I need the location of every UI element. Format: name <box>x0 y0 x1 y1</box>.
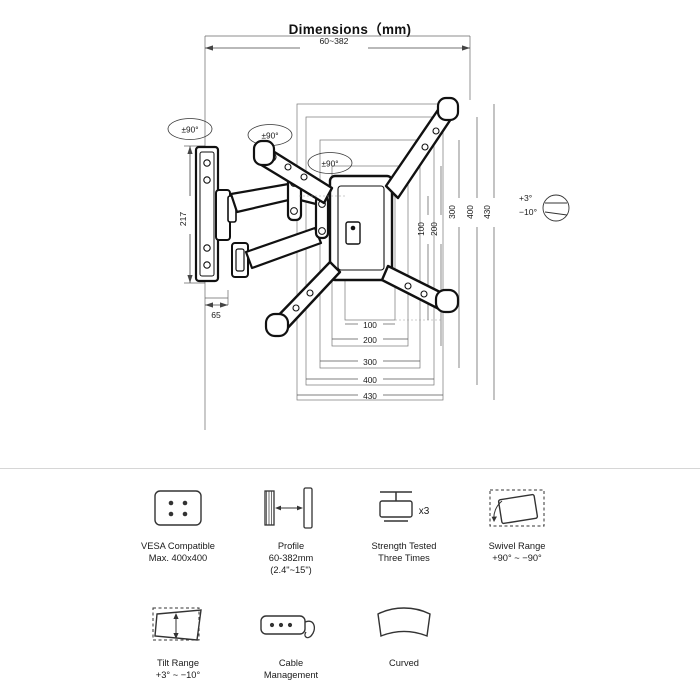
vesa-vertical-dimensions: 100 200 300 400 430 <box>416 104 495 400</box>
feature-label: VESA Compatible Max. 400x400 <box>141 541 215 564</box>
label-vesa-v-200: 200 <box>429 222 439 236</box>
feature-label: Profile 60-382mm (2.4"~15") <box>268 541 314 576</box>
feature-vesa-compatible: VESA Compatible Max. 400x400 <box>128 482 228 577</box>
label-top-range: 60~382 <box>320 36 349 46</box>
swivel-callouts: ±90° ±90° ±90° <box>167 118 353 174</box>
strength-tested-icon: x3 <box>366 482 442 534</box>
tilt-callout: +3° −10° <box>519 193 570 222</box>
wall-plate <box>194 145 249 283</box>
label-tilt-minus: −10° <box>519 207 537 217</box>
label-vesa-h-300: 300 <box>363 357 377 367</box>
dimensions-diagram: 60~382 217 65 <box>167 35 570 430</box>
feature-profile: Profile 60-382mm (2.4"~15") <box>241 482 341 577</box>
cable-management-icon <box>253 599 329 651</box>
arm-end-caps <box>252 96 460 338</box>
feature-list: VESA Compatible Max. 400x400 Prof <box>128 482 580 681</box>
dimension-depth: 65 <box>205 302 228 320</box>
feature-row-2: Tilt Range +3° ~ −10° Cable Management <box>128 599 580 681</box>
feature-label: Strength Tested Three Times <box>371 541 437 564</box>
feature-tilt-range: Tilt Range +3° ~ −10° <box>128 599 228 681</box>
label-vesa-h-400: 400 <box>363 375 377 385</box>
label-depth: 65 <box>211 310 221 320</box>
label-swivel-left-2: ±90° <box>261 131 278 141</box>
label-vesa-h-430: 430 <box>363 391 377 401</box>
vesa-plate-icon <box>147 482 209 534</box>
feature-swivel-range: Swivel Range +90° ~ −90° <box>467 482 567 577</box>
label-left-height: 217 <box>178 212 188 227</box>
profile-depth-icon <box>256 482 326 534</box>
section-divider <box>0 468 700 469</box>
page-title: Dimensions（mm) <box>288 22 412 37</box>
feature-curved: Curved <box>354 599 454 681</box>
feature-row-1: VESA Compatible Max. 400x400 Prof <box>128 482 580 577</box>
label-swivel-center: ±90° <box>321 159 338 169</box>
label-vesa-v-100: 100 <box>416 222 426 236</box>
dimensions-diagram-svg: 60~382 217 65 <box>167 35 570 430</box>
strength-badge: x3 <box>419 506 430 517</box>
curved-screen-icon <box>369 599 439 651</box>
dimension-top-range: 60~382 <box>205 36 470 51</box>
label-vesa-v-300: 300 <box>447 205 457 219</box>
feature-label: Curved <box>389 657 419 668</box>
swivel-range-icon <box>482 482 552 534</box>
feature-label: Swivel Range +90° ~ −90° <box>488 541 546 564</box>
feature-label: Tilt Range +3° ~ −10° <box>155 657 201 680</box>
label-swivel-left-1: ±90° <box>181 125 198 135</box>
vesa-horizontal-dimensions: 100 200 300 400 430 <box>297 320 443 401</box>
tilt-range-icon <box>143 599 213 651</box>
label-tilt-plus: +3° <box>519 193 532 203</box>
feature-label: Cable Management <box>263 657 319 680</box>
feature-cable-management: Cable Management <box>241 599 341 681</box>
label-vesa-v-430: 430 <box>482 205 492 219</box>
label-vesa-h-200: 200 <box>363 335 377 345</box>
label-vesa-v-400: 400 <box>465 205 475 219</box>
center-vesa-plate <box>328 174 394 282</box>
feature-strength-tested: x3 Strength Tested Three Times <box>354 482 454 577</box>
label-vesa-h-100: 100 <box>363 320 377 330</box>
